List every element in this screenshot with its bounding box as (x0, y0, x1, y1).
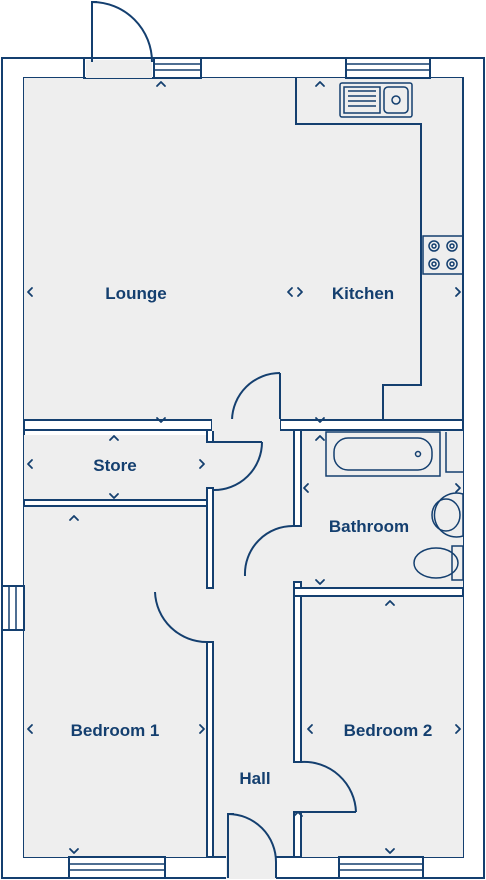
room-label-hall: Hall (239, 769, 270, 788)
radiator-arrow-icon (315, 417, 325, 423)
room-label-store: Store (93, 456, 136, 475)
radiator-arrow-icon (315, 81, 325, 87)
door-swing-icon (91, 1, 153, 63)
radiator-arrow-icon (297, 287, 303, 297)
radiator-arrow-icon (385, 848, 395, 854)
door-swing-icon (300, 760, 357, 813)
hall-floor (213, 420, 299, 857)
window-icon (345, 57, 431, 79)
radiator-arrow-icon (303, 483, 309, 493)
radiator-arrow-icon (109, 435, 119, 441)
radiator-arrow-icon (199, 459, 205, 469)
door-swing-icon (227, 813, 277, 878)
radiator-arrow-icon (199, 724, 205, 734)
radiator-arrow-icon (287, 287, 293, 297)
door-swing-icon (231, 372, 281, 421)
interior-walls (23, 419, 464, 858)
radiator-arrow-icon (455, 724, 461, 734)
sink-icon (339, 82, 413, 118)
room-label-bedroom2: Bedroom 2 (344, 721, 433, 740)
radiator-arrow-icon (455, 287, 461, 297)
bathroom-fixtures (325, 431, 464, 581)
window-icon (153, 57, 202, 79)
radiator-arrow-icon (109, 493, 119, 499)
windows (1, 57, 431, 879)
radiator-arrow-icon (27, 724, 33, 734)
store-floor (24, 435, 209, 501)
floor-areas (24, 78, 463, 857)
radiator-arrow-icon (293, 811, 303, 817)
room-label-bedroom1: Bedroom 1 (71, 721, 160, 740)
radiator-arrow-icon (156, 417, 166, 423)
radiator-arrow-icon (69, 515, 79, 521)
radiator-arrow-icon (307, 724, 313, 734)
room-labels: Lounge Kitchen Store Bathroom Bedroom 1 … (71, 284, 433, 788)
window-icon (68, 856, 166, 879)
radiator-arrow-icon (385, 600, 395, 606)
window-icon (1, 585, 25, 631)
lounge-kitchen-floor (24, 78, 463, 420)
radiator-arrow-icon (69, 848, 79, 854)
doors (83, 1, 357, 879)
bedroom1-floor (24, 506, 209, 857)
radiator-arrow-icon (27, 287, 33, 297)
room-label-kitchen: Kitchen (332, 284, 394, 303)
radiator-arrow-icon (315, 435, 325, 441)
radiator-arrow-icon (455, 483, 461, 493)
room-label-bathroom: Bathroom (329, 517, 409, 536)
window-icon (338, 856, 424, 879)
bedroom2-floor (301, 596, 463, 857)
room-label-lounge: Lounge (105, 284, 166, 303)
radiator-arrows (27, 81, 461, 854)
door-swing-icon (212, 441, 263, 492)
radiator-arrow-icon (27, 459, 33, 469)
radiator-arrow-icon (156, 81, 166, 87)
radiator-arrow-icon (315, 579, 325, 585)
hob-icon (422, 235, 464, 275)
bathroom-floor (301, 430, 463, 588)
bath-icon (325, 431, 441, 477)
basin-icon (431, 492, 464, 538)
toilet-icon (413, 545, 464, 581)
